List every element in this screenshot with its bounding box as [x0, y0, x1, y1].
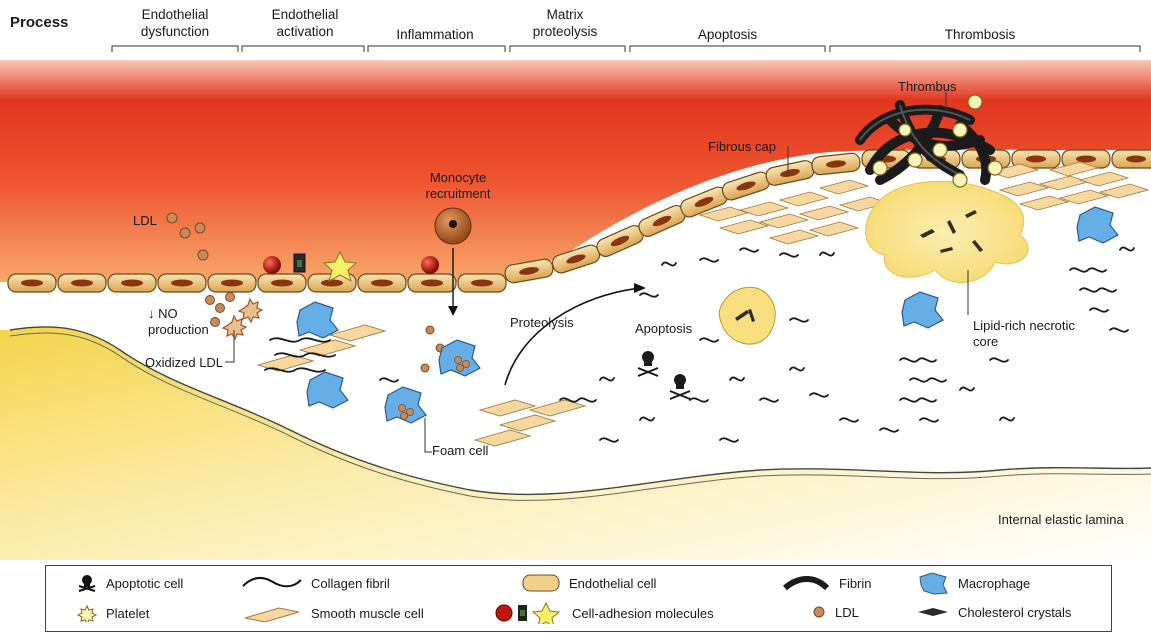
label-fibrous-cap: Fibrous cap — [708, 139, 776, 155]
platelet-icon — [76, 604, 98, 622]
adhesion-molecules-icon — [494, 602, 564, 624]
legend-box: Apoptotic cell Platelet Collagen fibril … — [45, 565, 1112, 632]
stage-brackets — [0, 0, 1151, 60]
lipid-rich-necrotic-core — [866, 181, 1029, 282]
legend-label: Apoptotic cell — [106, 576, 183, 591]
skull-icon — [76, 574, 98, 592]
label-ldl: LDL — [133, 213, 157, 229]
label-thrombus: Thrombus — [898, 79, 957, 95]
legend-label: Smooth muscle cell — [311, 606, 424, 621]
legend-item-collagen-fibril: Collagen fibril — [241, 574, 390, 592]
label-oxidized-ldl: Oxidized LDL — [145, 355, 223, 371]
proteolysis-arrow — [505, 288, 640, 385]
legend-label: Cell-adhesion molecules — [572, 606, 714, 621]
label-monocyte-recruitment: Monocyte recruitment — [408, 170, 508, 202]
legend-item-platelet: Platelet — [76, 604, 149, 622]
oxidized-ldl — [223, 299, 262, 339]
legend-label: Macrophage — [958, 576, 1030, 591]
macrophage-icon — [916, 571, 950, 595]
legend-label: Cholesterol crystals — [958, 605, 1071, 620]
process-header: Process Endothelial dysfunction Endothel… — [0, 0, 1151, 60]
collagen-fibril-icon — [241, 574, 303, 592]
legend-item-endothelial-cell: Endothelial cell — [521, 572, 656, 594]
smooth-muscle-cells-intima — [258, 325, 585, 446]
legend-item-cell-adhesion-molecules: Cell-adhesion molecules — [494, 602, 714, 624]
endothelial-cell-icon — [521, 572, 561, 594]
smooth-muscle-cell-icon — [241, 604, 303, 622]
label-foam-cell: Foam cell — [432, 443, 488, 459]
label-internal-elastic-lamina: Internal elastic lamina — [998, 512, 1124, 528]
legend-item-cholesterol-crystals: Cholesterol crystals — [916, 604, 1071, 620]
ldl-dot-icon — [811, 604, 827, 620]
legend-label: Platelet — [106, 606, 149, 621]
label-apoptosis: Apoptosis — [635, 321, 692, 337]
legend-label: LDL — [835, 605, 859, 620]
legend-item-macrophage: Macrophage — [916, 571, 1030, 595]
legend-label: Endothelial cell — [569, 576, 656, 591]
legend-label: Collagen fibril — [311, 576, 390, 591]
label-proteolysis: Proteolysis — [510, 315, 574, 331]
label-no-production: ↓ NO production — [148, 306, 218, 338]
apoptotic-macrophage — [719, 287, 775, 344]
legend-item-apoptotic-cell: Apoptotic cell — [76, 574, 183, 592]
legend-item-ldl: LDL — [811, 604, 859, 620]
legend-label: Fibrin — [839, 576, 872, 591]
legend-item-fibrin: Fibrin — [781, 574, 872, 592]
fibrin-icon — [781, 574, 831, 592]
label-lipid-core: Lipid-rich necrotic core — [973, 318, 1083, 350]
apoptotic-cells — [638, 351, 690, 399]
legend-item-smooth-muscle-cell: Smooth muscle cell — [241, 604, 424, 622]
cholesterol-crystal-icon — [916, 604, 950, 620]
